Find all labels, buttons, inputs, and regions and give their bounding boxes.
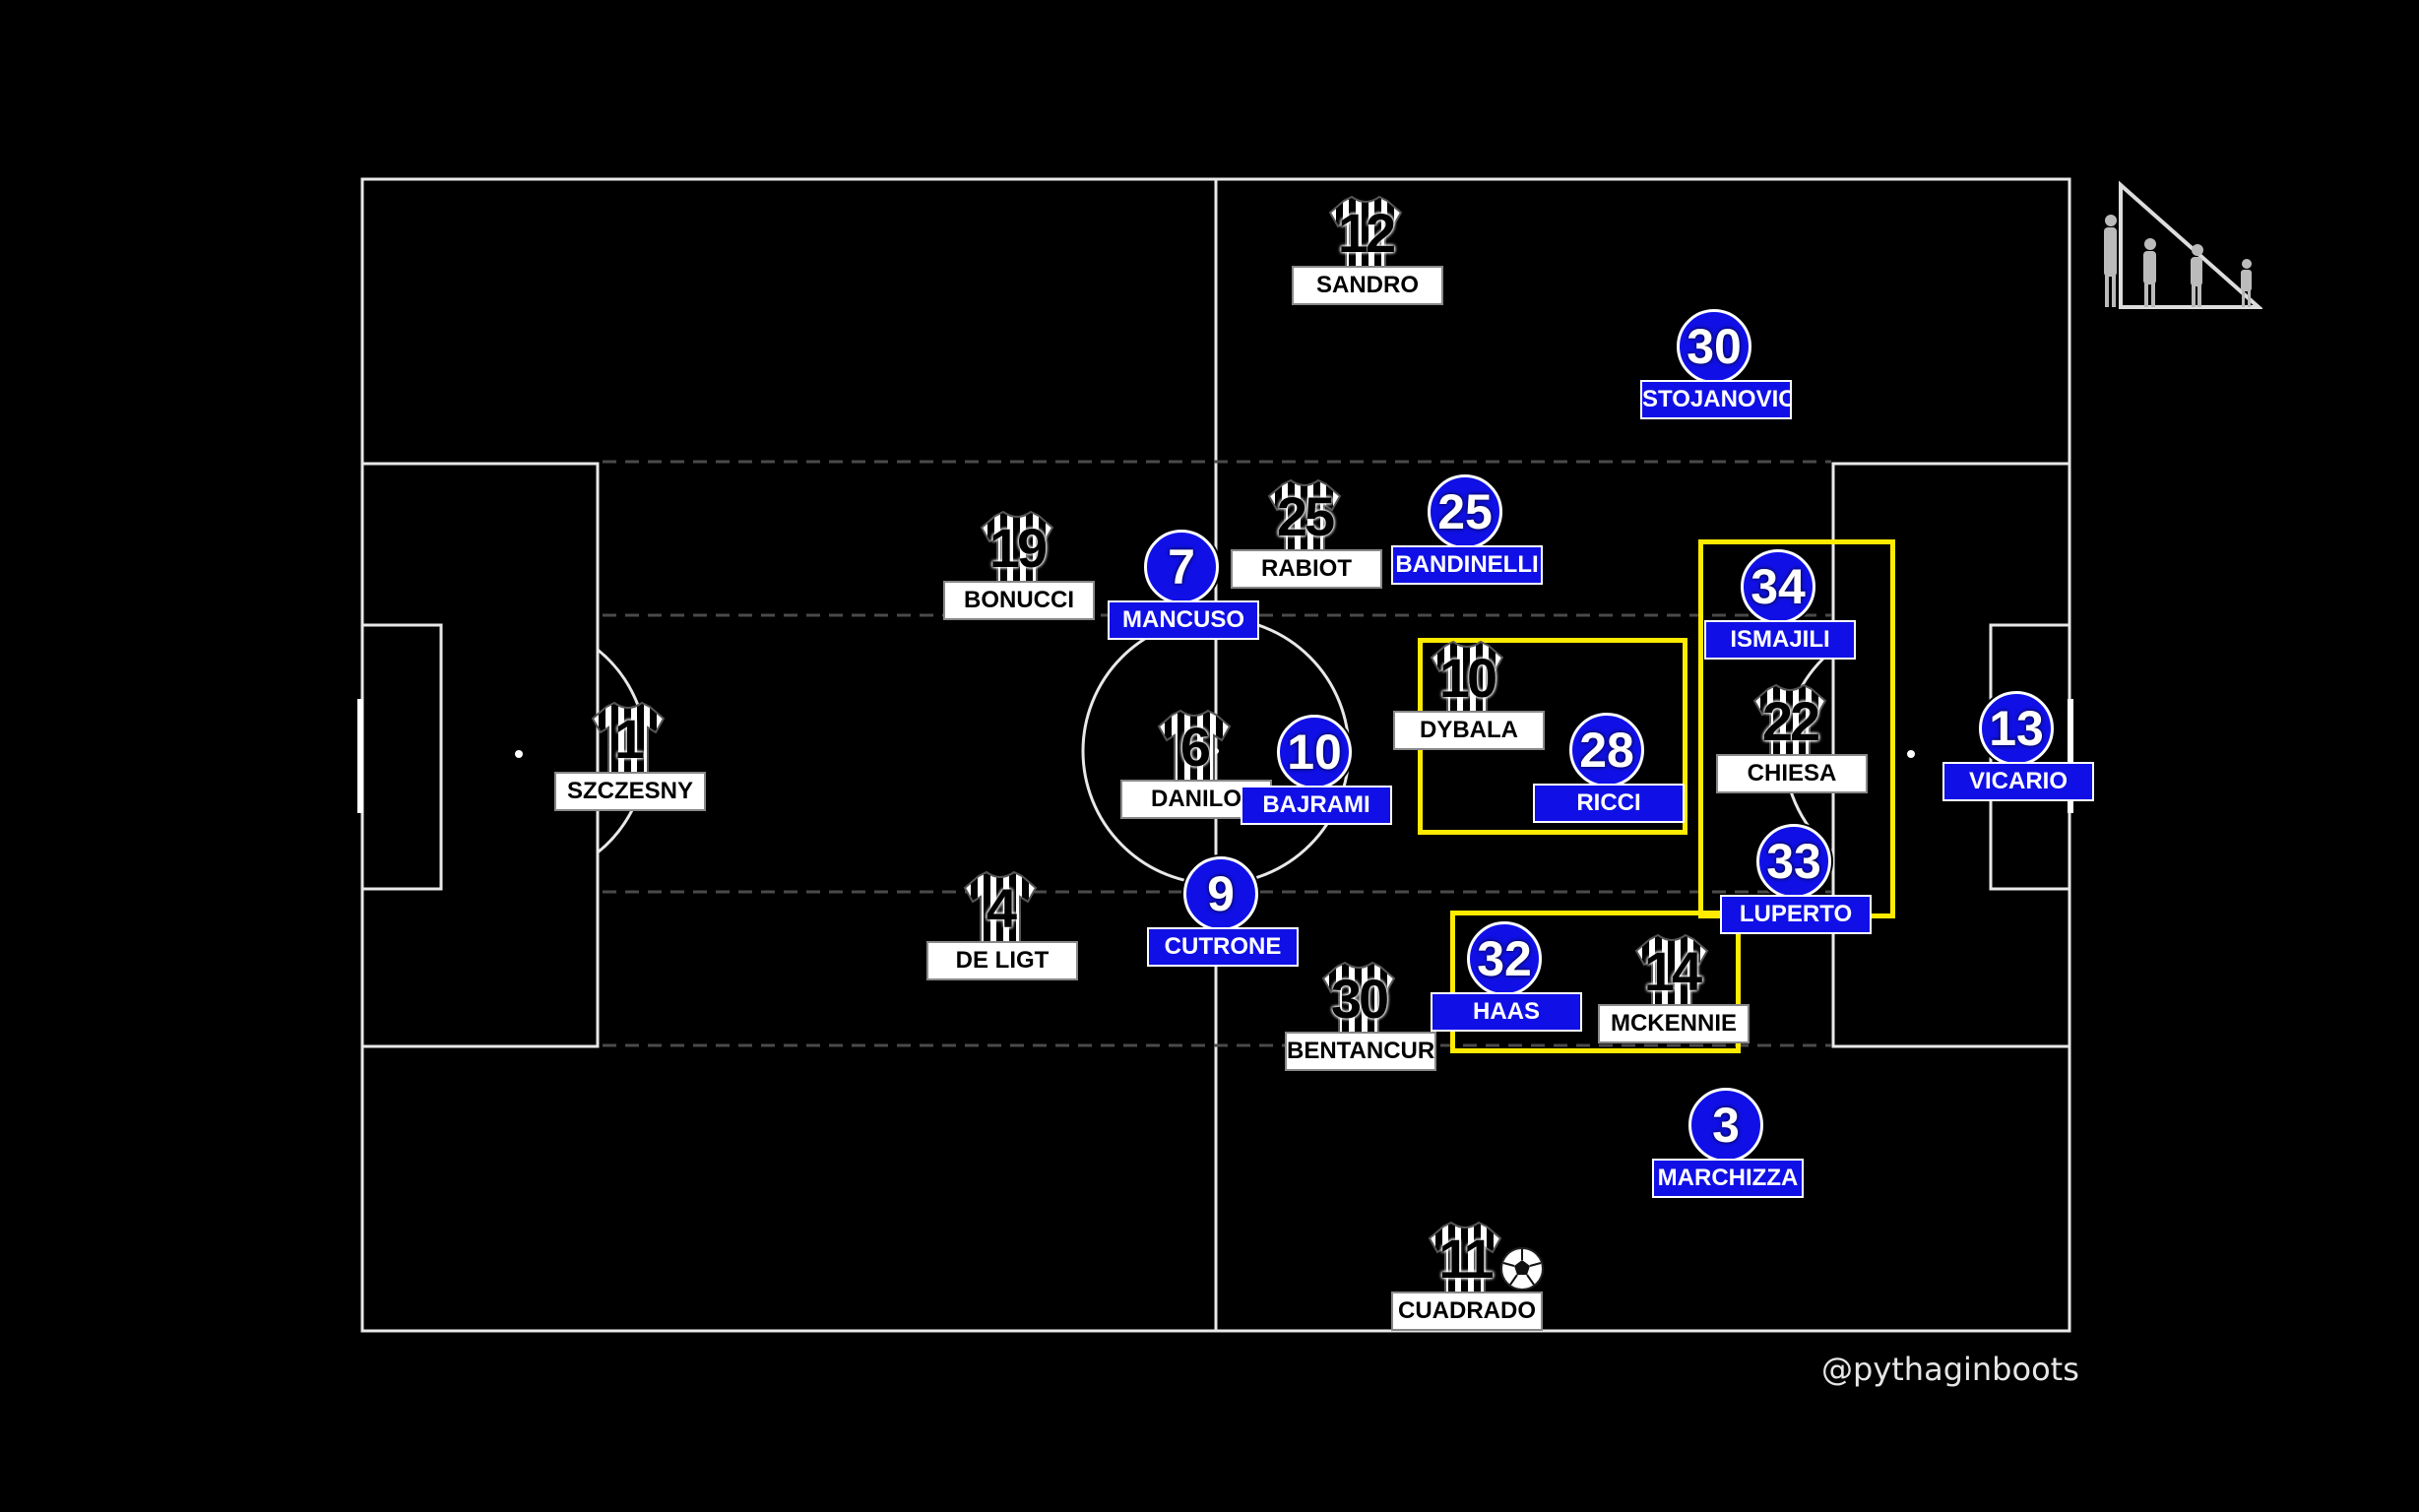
player-number: 7 bbox=[1168, 539, 1195, 595]
player-name-label: SANDRO bbox=[1292, 266, 1443, 305]
left-six-yard-box bbox=[360, 623, 443, 891]
player-name-label: HAAS bbox=[1431, 992, 1582, 1032]
player-name-label: BAJRAMI bbox=[1241, 786, 1392, 825]
player-name-label: BENTANCUR bbox=[1285, 1032, 1436, 1071]
striped-shirt-icon bbox=[961, 868, 1040, 955]
player-circle-icon bbox=[1467, 921, 1542, 996]
left-penalty-spot bbox=[515, 750, 523, 758]
player-number: 30 bbox=[1330, 968, 1389, 1030]
player-name-label: MANCUSO bbox=[1108, 600, 1259, 640]
player-name-label: LUPERTO bbox=[1720, 895, 1872, 934]
player-name-label: BANDINELLI bbox=[1391, 545, 1543, 585]
player-number: 28 bbox=[1579, 723, 1634, 778]
player-name-label: RICCI bbox=[1533, 784, 1685, 823]
player-name-label: CUADRADO bbox=[1391, 1292, 1543, 1331]
striped-shirt-icon bbox=[1751, 681, 1829, 768]
striped-shirt-icon bbox=[978, 508, 1056, 595]
player-number: 9 bbox=[1207, 866, 1235, 921]
player-circle-icon bbox=[1277, 715, 1352, 789]
player-name-label: RABIOT bbox=[1231, 549, 1382, 589]
triangle-figures-logo bbox=[2104, 180, 2262, 309]
player-name-label: MCKENNIE bbox=[1598, 1004, 1750, 1043]
player-number: 25 bbox=[1437, 484, 1493, 539]
football-icon bbox=[1500, 1247, 1544, 1291]
left-penalty-box bbox=[360, 462, 600, 1048]
player-number: 33 bbox=[1766, 834, 1821, 889]
right-penalty-spot bbox=[1907, 750, 1915, 758]
player-number: 34 bbox=[1751, 559, 1806, 614]
player-number: 32 bbox=[1477, 931, 1532, 986]
player-name-label: SZCZESNY bbox=[554, 772, 706, 811]
player-name-label: DE LIGT bbox=[926, 941, 1078, 980]
striped-shirt-icon bbox=[589, 699, 668, 786]
player-number: 3 bbox=[1712, 1098, 1740, 1153]
striped-shirt-icon bbox=[1326, 193, 1405, 280]
player-circle-icon bbox=[1741, 549, 1815, 624]
player-name-label: DYBALA bbox=[1393, 711, 1545, 750]
striped-shirt-icon bbox=[1319, 959, 1398, 1045]
player-number: 10 bbox=[1287, 724, 1342, 780]
credit-text: @pythaginboots bbox=[1821, 1351, 2079, 1388]
player-name-label: STOJANOVIC bbox=[1640, 380, 1792, 419]
player-number: 1 bbox=[613, 708, 645, 770]
player-number: 19 bbox=[988, 517, 1048, 579]
player-number: 12 bbox=[1337, 202, 1396, 264]
player-circle-icon bbox=[1979, 691, 2054, 766]
player-number: 11 bbox=[1438, 1228, 1494, 1290]
highlight-box-haas-mckennie bbox=[1450, 911, 1741, 1053]
striped-shirt-icon bbox=[1265, 476, 1344, 563]
player-circle-icon bbox=[1144, 530, 1219, 604]
player-name-label: BONUCCI bbox=[943, 581, 1095, 620]
striped-shirt-icon bbox=[1426, 1219, 1504, 1305]
player-number: 25 bbox=[1276, 485, 1335, 547]
striped-shirt-icon bbox=[1155, 707, 1234, 793]
player-number: 14 bbox=[1643, 940, 1702, 1002]
striped-shirt-icon bbox=[1428, 638, 1506, 724]
player-name-label: CUTRONE bbox=[1147, 927, 1299, 967]
player-name-label: MARCHIZZA bbox=[1652, 1159, 1804, 1198]
player-name-label: CHIESA bbox=[1716, 754, 1868, 793]
player-number: 30 bbox=[1687, 319, 1742, 374]
right-goal bbox=[2068, 699, 2073, 813]
left-goal bbox=[357, 699, 363, 813]
player-number: 10 bbox=[1438, 647, 1497, 709]
player-number: 4 bbox=[986, 877, 1017, 939]
player-name-label: VICARIO bbox=[1942, 762, 2094, 801]
player-name-label: ISMAJILI bbox=[1704, 620, 1856, 660]
striped-shirt-icon bbox=[1632, 931, 1711, 1018]
player-number: 13 bbox=[1989, 701, 2044, 756]
player-number: 6 bbox=[1179, 716, 1211, 778]
player-number: 22 bbox=[1761, 690, 1820, 752]
